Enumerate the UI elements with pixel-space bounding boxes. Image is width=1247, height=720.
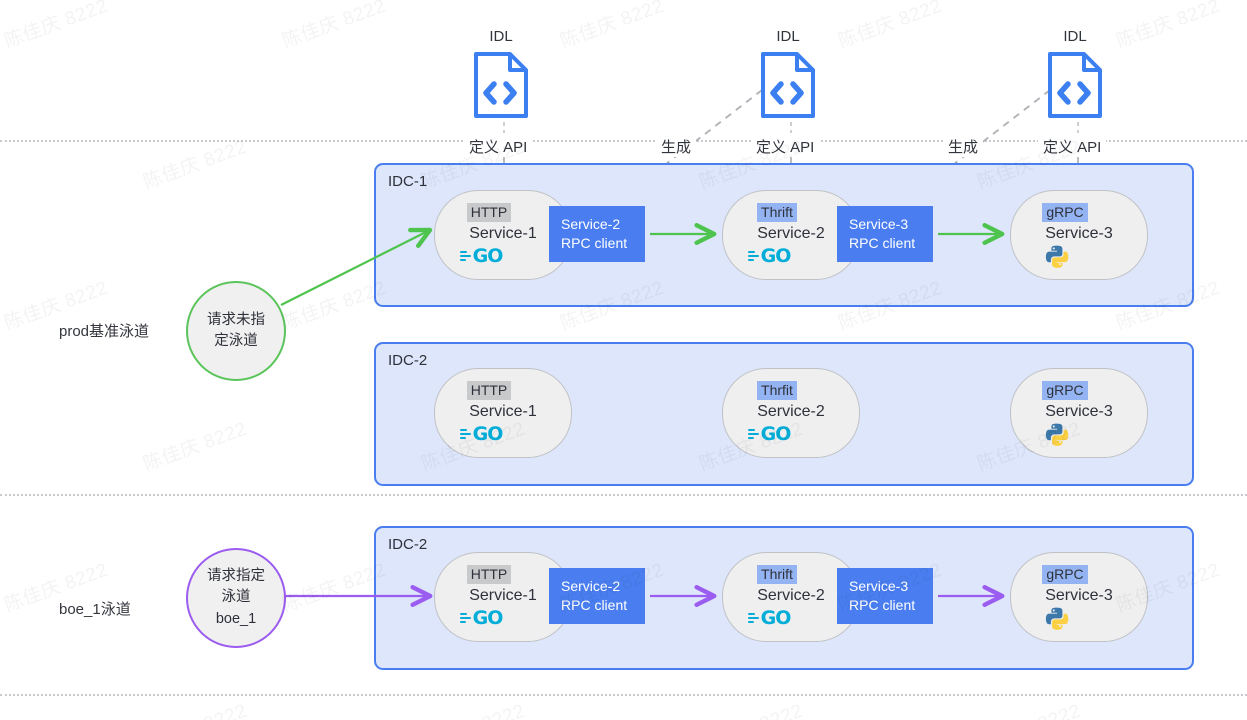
service-node-idc2p-svc2[interactable]: Thrfit Service-2 GO	[722, 368, 860, 458]
service-name: Service-3	[1045, 586, 1113, 604]
rpc-client-box-idc1-rpc-svc3[interactable]: Service-3 RPC client	[837, 206, 933, 262]
service-node-idc2p-svc3[interactable]: gRPC Service-3	[1010, 368, 1148, 458]
rpc-client-line-1: Service-2	[561, 216, 621, 232]
lane-label-boe_1: boe_1泳道	[59, 601, 131, 618]
service-name: Service-2	[757, 586, 825, 604]
python-logo-icon	[1045, 423, 1069, 447]
separator-middle	[0, 494, 1247, 496]
idl-node-idl-3[interactable]: IDL	[1046, 28, 1104, 124]
rpc-client-line-1: Service-2	[561, 578, 621, 594]
label-define-api-2: 定义 API	[751, 136, 820, 157]
separator-bottom	[0, 694, 1247, 696]
idc-title: IDC-1	[388, 173, 428, 190]
service-node-idc2b-svc3[interactable]: gRPC Service-3	[1010, 552, 1148, 642]
rpc-client-box-idc2b-rpc-svc2[interactable]: Service-2 RPC client	[549, 568, 645, 624]
protocol-badge: gRPC	[1042, 380, 1088, 400]
idl-caption: IDL	[776, 28, 800, 45]
rpc-client-line-1: Service-3	[849, 216, 909, 232]
service-name: Service-2	[757, 402, 825, 420]
service-name: Service-3	[1045, 402, 1113, 420]
label-define-api-1: 定义 API	[464, 136, 533, 157]
idc-title: IDC-2	[388, 352, 428, 369]
idl-caption: IDL	[1063, 28, 1087, 45]
protocol-badge: gRPC	[1042, 202, 1088, 222]
service-name: Service-3	[1045, 224, 1113, 242]
go-logo-icon: GO	[747, 607, 791, 629]
rpc-client-line-1: Service-3	[849, 578, 909, 594]
python-logo-icon	[1045, 607, 1069, 631]
service-node-idc1-svc3[interactable]: gRPC Service-3	[1010, 190, 1148, 280]
protocol-badge: Thrift	[757, 202, 797, 222]
label-define-api-3: 定义 API	[1038, 136, 1107, 157]
entry-circle-line-2: 定泳道	[214, 333, 258, 349]
lane-label-prod: prod基准泳道	[59, 323, 150, 340]
service-name: Service-1	[469, 586, 537, 604]
entry-circle-line-3: boe_1	[215, 610, 257, 627]
go-logo-icon: GO	[459, 607, 503, 629]
protocol-badge: Thrift	[757, 564, 797, 584]
go-logo-icon: GO	[459, 245, 503, 267]
rpc-client-line-2: RPC client	[849, 596, 916, 613]
entry-circle-line-1: 请求指定	[207, 568, 265, 585]
protocol-badge: gRPC	[1042, 564, 1088, 584]
code-document-icon	[1046, 51, 1104, 124]
entry-circle-boe-entry[interactable]: 请求指定 泳道 boe_1	[186, 548, 286, 648]
label-generate-2: 生成	[943, 136, 984, 157]
go-logo-icon: GO	[747, 245, 791, 267]
rpc-client-box-idc2b-rpc-svc3[interactable]: Service-3 RPC client	[837, 568, 933, 624]
code-document-icon	[759, 51, 817, 124]
service-node-idc1-svc1[interactable]: HTTP Service-1 GO	[434, 190, 572, 280]
protocol-badge: Thrfit	[757, 380, 797, 400]
entry-circle-prod-entry[interactable]: 请求未指 定泳道	[186, 281, 286, 381]
service-name: Service-1	[469, 224, 537, 242]
entry-circle-line-1: 请求未指	[207, 311, 265, 328]
idc-title: IDC-2	[388, 536, 428, 553]
rpc-client-line-2: RPC client	[561, 234, 628, 251]
service-name: Service-1	[469, 402, 537, 420]
entry-circle-line-2: 泳道	[221, 589, 251, 606]
go-logo-icon: GO	[459, 423, 503, 445]
python-logo-icon	[1045, 245, 1069, 269]
service-name: Service-2	[757, 224, 825, 242]
rpc-client-line-2: RPC client	[849, 234, 916, 251]
service-node-idc2p-svc1[interactable]: HTTP Service-1 GO	[434, 368, 572, 458]
idl-node-idl-2[interactable]: IDL	[759, 28, 817, 124]
go-logo-icon: GO	[747, 423, 791, 445]
rpc-client-line-2: RPC client	[561, 596, 628, 613]
idl-caption: IDL	[489, 28, 513, 45]
idl-node-idl-1[interactable]: IDL	[472, 28, 530, 124]
protocol-badge: HTTP	[466, 380, 512, 400]
rpc-client-box-idc1-rpc-svc2[interactable]: Service-2 RPC client	[549, 206, 645, 262]
code-document-icon	[472, 51, 530, 124]
protocol-badge: HTTP	[466, 202, 512, 222]
protocol-badge: HTTP	[466, 564, 512, 584]
label-generate-1: 生成	[656, 136, 697, 157]
